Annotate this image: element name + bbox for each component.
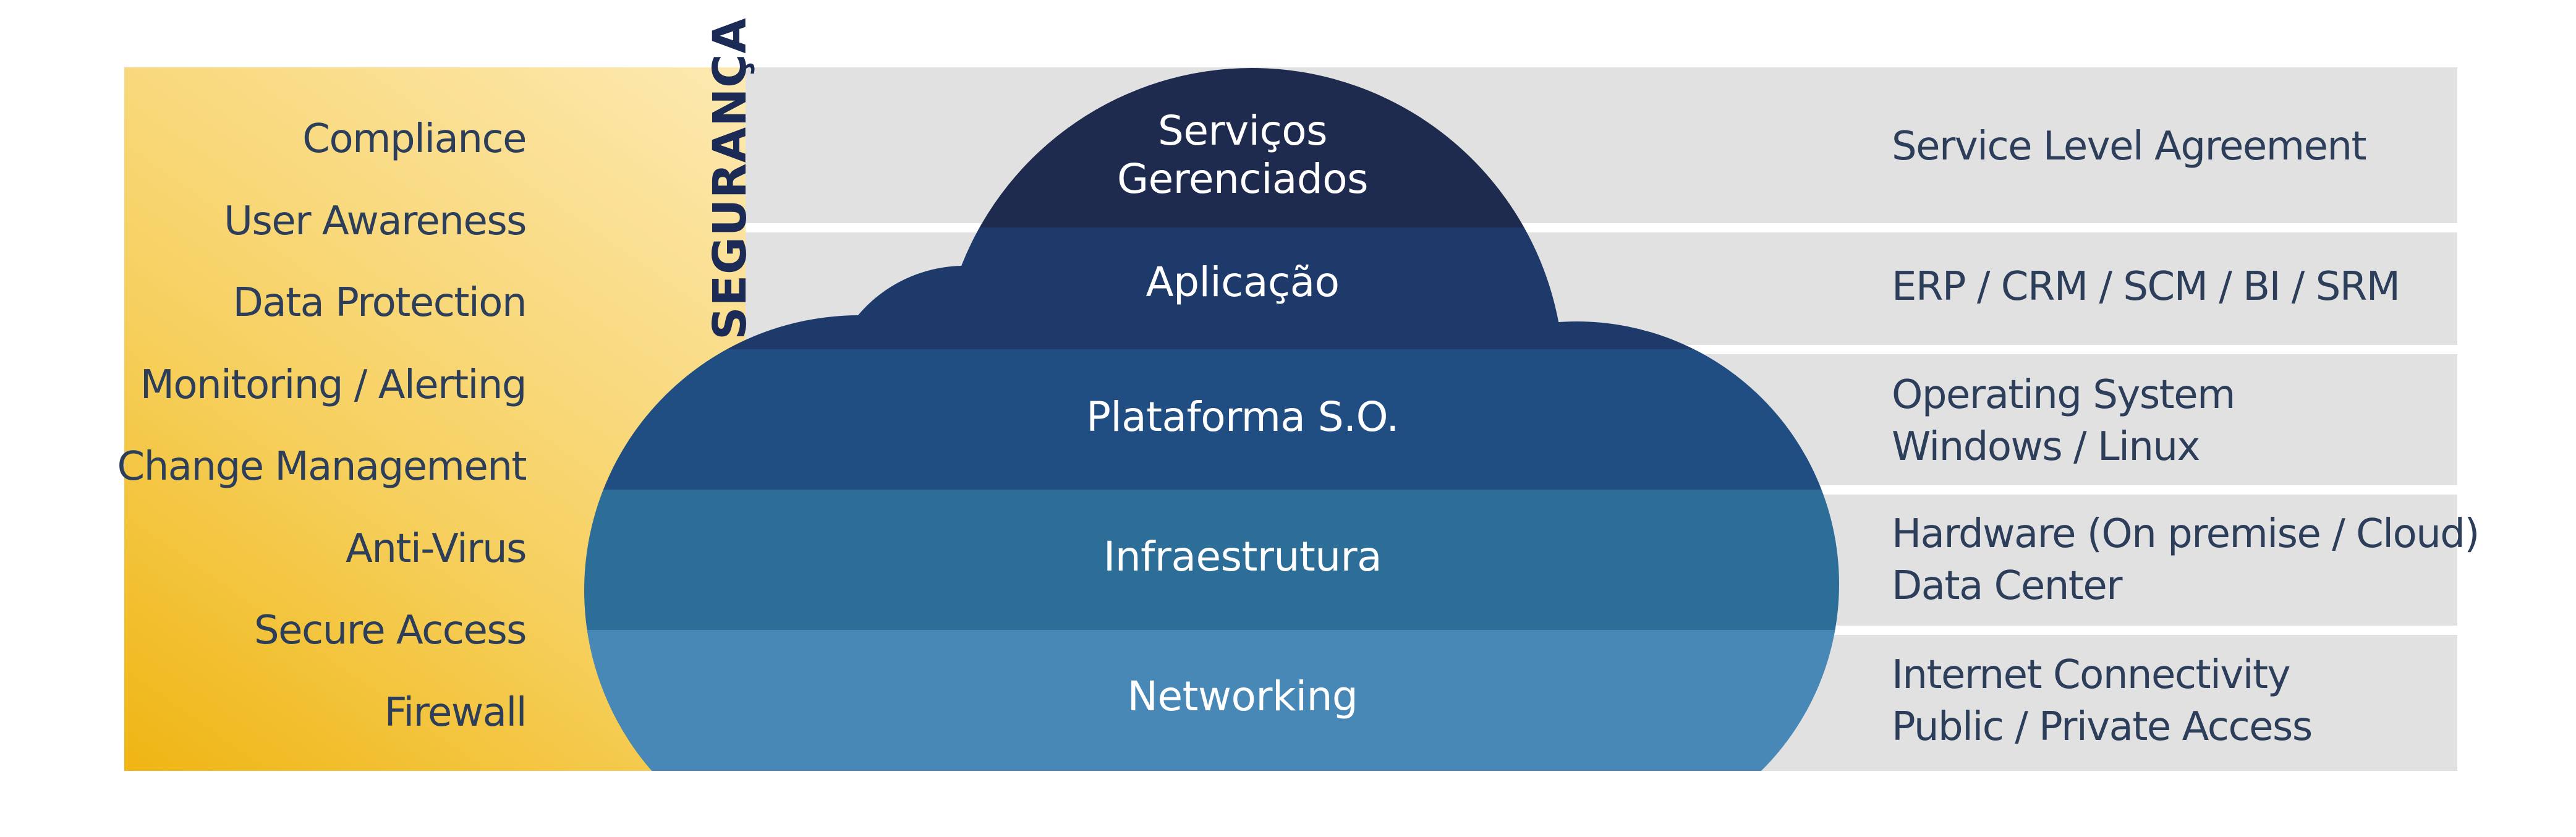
security-list: Compliance User Awareness Data Protectio… (117, 98, 527, 754)
layer-label-networking: Networking (748, 673, 1737, 721)
layer-label-infrastructure: Infraestrutura (748, 533, 1737, 581)
layer-label-application: Aplicação (748, 258, 1737, 307)
desc-line: Hardware (On premise / Cloud) (1892, 511, 2480, 557)
layer-label-managed-services: Serviços Gerenciados (748, 107, 1737, 203)
desc-line: Data Center (1892, 563, 2123, 609)
security-item: Firewall (384, 689, 527, 736)
desc-line: Internet Connectivity (1892, 652, 2291, 698)
layer-label-line: Plataforma S.O. (1086, 393, 1399, 441)
layer-label-line: Serviços (1157, 107, 1328, 155)
desc-application: ERP / CRM / SCM / BI / SRM (1892, 261, 2448, 313)
desc-line: Windows / Linux (1892, 424, 2200, 470)
security-item: Data Protection (232, 280, 527, 326)
desc-networking: Internet Connectivity Public / Private A… (1892, 649, 2448, 753)
desc-platform: Operating System Windows / Linux (1892, 369, 2448, 473)
layer-label-line: Aplicação (1146, 258, 1340, 306)
layer-infrastructure (584, 490, 1839, 630)
layer-label-line: Gerenciados (1116, 155, 1369, 203)
layer-platform (584, 349, 1839, 490)
layer-label-platform: Plataforma S.O. (748, 393, 1737, 441)
layer-label-line: Infraestrutura (1103, 533, 1382, 580)
security-panel: Compliance User Awareness Data Protectio… (117, 17, 757, 771)
desc-line: Public / Private Access (1892, 704, 2313, 750)
layer-label-line: Networking (1127, 673, 1358, 720)
desc-line: ERP / CRM / SCM / BI / SRM (1892, 264, 2400, 310)
security-item: Anti-Virus (346, 525, 527, 572)
security-item: User Awareness (224, 198, 527, 244)
desc-managed-services: Service Level Agreement (1892, 121, 2448, 172)
security-item: Secure Access (254, 608, 527, 653)
security-item: Change Management (117, 444, 527, 490)
layer-networking (584, 630, 1839, 771)
security-item: Monitoring / Alerting (140, 362, 527, 408)
desc-line: Service Level Agreement (1892, 124, 2367, 169)
desc-infrastructure: Hardware (On premise / Cloud) Data Cente… (1892, 508, 2480, 612)
desc-line: Operating System (1892, 372, 2235, 418)
security-item: Compliance (302, 116, 527, 162)
